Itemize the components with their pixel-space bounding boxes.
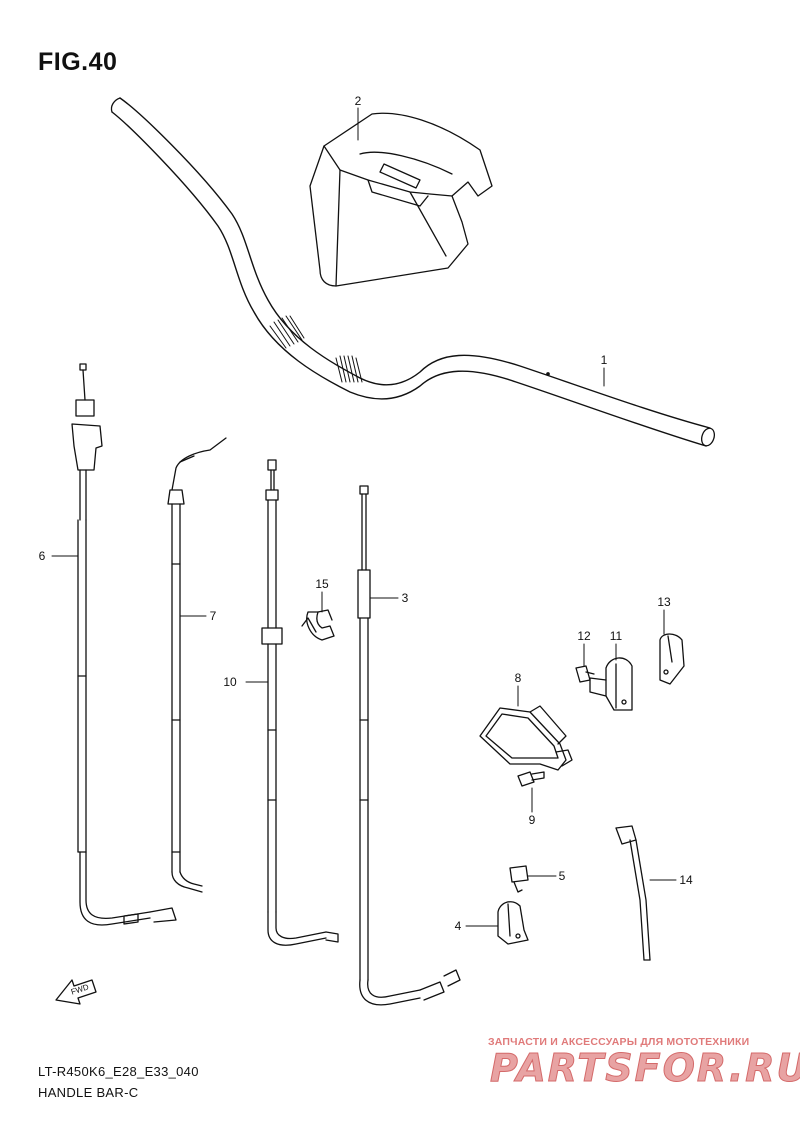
cable-7 — [167, 437, 227, 893]
handlebar — [110, 97, 715, 447]
bolt-12 — [575, 665, 595, 683]
callout-4: 4 — [453, 919, 463, 933]
watermark-tagline: ЗАПЧАСТИ И АКСЕССУАРЫ ДЛЯ МОТОТЕХНИКИ — [488, 1036, 750, 1048]
callout-6: 6 — [37, 549, 47, 563]
callout-13: 13 — [656, 595, 672, 609]
handlebar-knurl-left — [269, 315, 305, 349]
handlebar-pad — [309, 112, 493, 287]
bolt-9 — [517, 771, 545, 787]
bolt-5 — [509, 865, 529, 893]
figure-title: FIG.40 — [38, 48, 118, 76]
callout-11: 11 — [608, 629, 624, 643]
callout-8: 8 — [513, 671, 523, 685]
callout-12: 12 — [576, 629, 592, 643]
cable-6 — [71, 363, 177, 926]
bracket-8 — [479, 705, 573, 771]
cable-3 — [357, 485, 461, 1006]
clip-13 — [659, 633, 685, 685]
callout-14: 14 — [678, 873, 694, 887]
cable-clamp-15 — [301, 609, 335, 641]
callout-1: 1 — [599, 353, 609, 367]
handlebar-knurl-right — [335, 355, 363, 383]
callout-15: 15 — [314, 577, 330, 591]
cable-14 — [615, 825, 651, 961]
bracket-4 — [497, 901, 529, 945]
leader-lines — [51, 107, 677, 927]
footer-model-code: LT-R450K6_E28_E33_040 — [38, 1064, 199, 1079]
cable-10 — [261, 459, 339, 946]
callout-2: 2 — [353, 94, 363, 108]
footer-diagram-name: HANDLE BAR-C — [38, 1085, 139, 1100]
callout-3: 3 — [400, 591, 410, 605]
fwd-arrow-icon — [55, 979, 97, 1005]
callout-7: 7 — [208, 609, 218, 623]
callout-5: 5 — [557, 869, 567, 883]
callout-10: 10 — [222, 675, 238, 689]
callout-9: 9 — [527, 813, 537, 827]
guide-11 — [589, 657, 633, 711]
watermark-logo: PARTSFOR.RU — [489, 1046, 800, 1091]
